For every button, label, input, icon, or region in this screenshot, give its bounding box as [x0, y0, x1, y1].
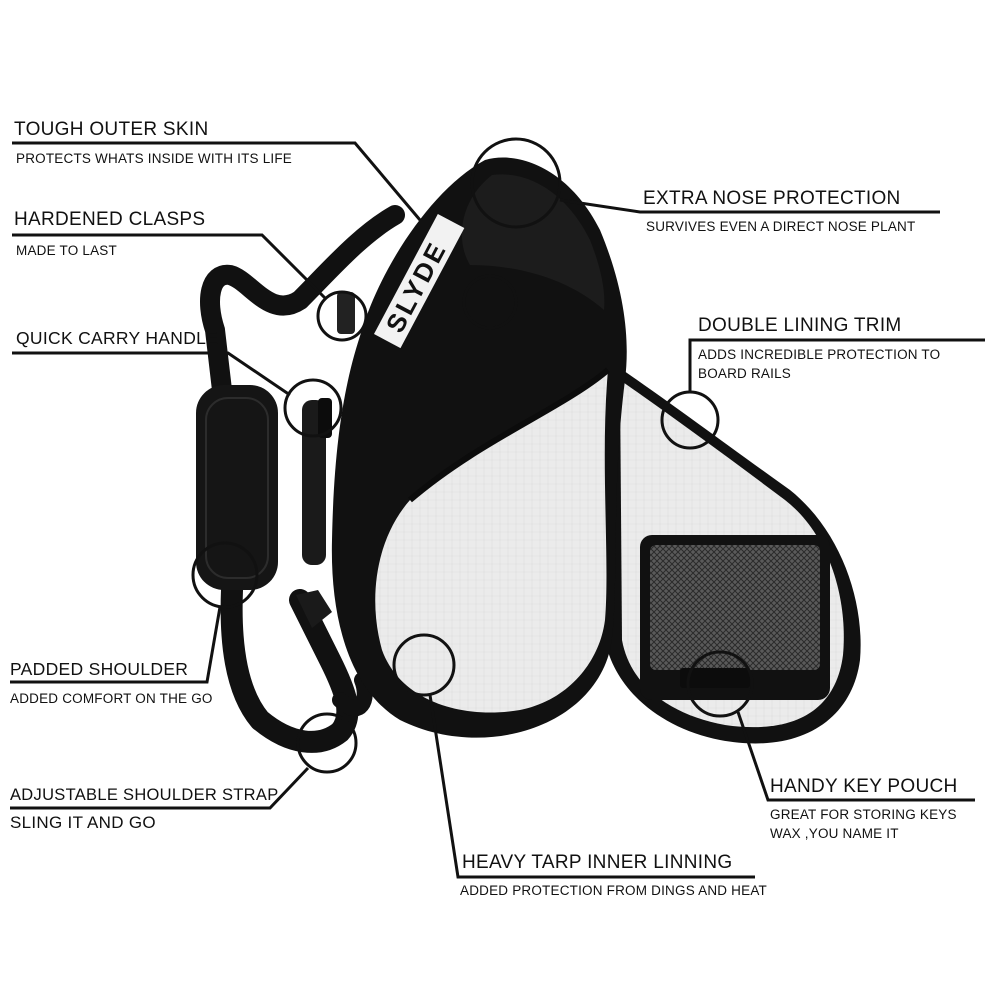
callout-circle-handle — [283, 378, 343, 438]
clasp — [337, 292, 355, 334]
callout-title-extra-nose-protection: EXTRA NOSE PROTECTION — [643, 188, 901, 209]
callout-circle-clasp — [316, 290, 368, 342]
leader-double-lining — [688, 338, 985, 393]
callout-subtitle-extra-nose-protection: SURVIVES EVEN A DIRECT NOSE PLANT — [646, 219, 916, 234]
leader-adjustable-strap — [10, 766, 310, 810]
bag-nose-panel — [461, 174, 605, 310]
callout-circle-shoulder — [191, 541, 259, 609]
callout-subtitle-adjustable-shoulder-strap: SLING IT AND GO — [10, 813, 156, 832]
callout-subtitle-double-lining-trim-2: BOARD RAILS — [698, 366, 791, 381]
callout-subtitle-double-lining-trim-1: ADDS INCREDIBLE PROTECTION TO — [698, 347, 941, 362]
leader-heavy-tarp — [428, 694, 755, 879]
callout-circle-lining — [392, 633, 456, 697]
callout-subtitle-heavy-tarp-inner-linning: ADDED PROTECTION FROM DINGS AND HEAT — [460, 883, 767, 898]
callout-title-quick-carry-handle: QUICK CARRY HANDLE — [16, 328, 219, 348]
leader-extra-nose — [559, 198, 940, 214]
carry-handle — [302, 400, 326, 565]
callout-subtitle-padded-shoulder: ADDED COMFORT ON THE GO — [10, 691, 213, 706]
callout-subtitle-handy-key-pouch-1: GREAT FOR STORING KEYS — [770, 807, 957, 822]
callout-subtitle-tough-outer-skin: PROTECTS WHATS INSIDE WITH ITS LIFE — [16, 151, 293, 166]
callout-circle-key — [686, 650, 754, 718]
leader-quick-carry-handle — [12, 351, 291, 397]
leader-padded-shoulder — [10, 606, 222, 684]
leader-hardened-clasps — [12, 233, 327, 300]
strap-tail — [332, 672, 373, 717]
inner-lining — [375, 370, 608, 713]
callout-title-adjustable-shoulder-strap: ADJUSTABLE SHOULDER STRAP — [10, 786, 279, 804]
callout-title-hardened-clasps: HARDENED CLASPS — [14, 209, 206, 230]
callout-circle-strap — [296, 712, 358, 774]
callout-title-heavy-tarp-inner-linning: HEAVY TARP INNER LINNING — [462, 852, 733, 873]
leader-handy-key — [736, 711, 975, 802]
leader-tough-outer-skin — [12, 141, 422, 221]
callout-title-double-lining-trim: DOUBLE LINING TRIM — [698, 315, 902, 336]
callout-subtitle-handy-key-pouch-2: WAX ,YOU NAME IT — [770, 826, 899, 841]
callout-title-tough-outer-skin: TOUGH OUTER SKIN — [14, 119, 209, 140]
callout-title-padded-shoulder: PADDED SHOULDER — [10, 659, 189, 679]
callout-circle-nose — [470, 137, 562, 229]
shoulder-strap — [200, 205, 405, 400]
callout-circle-skin — [462, 274, 518, 330]
callout-subtitle-hardened-clasps: MADE TO LAST — [16, 243, 117, 258]
padded-shoulder-pad — [196, 385, 278, 590]
callout-title-handy-key-pouch: HANDY KEY POUCH — [770, 776, 958, 797]
